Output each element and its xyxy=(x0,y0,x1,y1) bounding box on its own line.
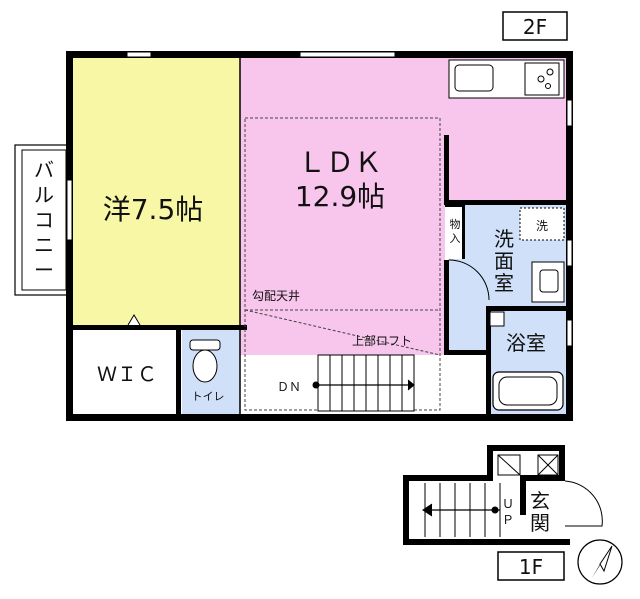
first-floor xyxy=(403,445,603,545)
bathtub-icon xyxy=(492,371,564,411)
toilet-label: トイレ xyxy=(192,390,225,403)
stove-icon xyxy=(524,62,560,96)
burner-icon xyxy=(537,75,545,83)
loft-outline xyxy=(244,117,441,411)
meter-box xyxy=(537,454,559,476)
stair-start-dot xyxy=(312,381,320,389)
washroom-label: 室 xyxy=(494,271,514,295)
bath-step xyxy=(489,311,505,327)
balcony xyxy=(14,144,71,296)
balcony-char: ニ xyxy=(34,233,54,257)
floor-2f-label: 2F xyxy=(523,15,547,39)
interior-walls xyxy=(72,135,570,415)
toilet-bowl-icon xyxy=(192,349,218,383)
entrance-label: 関 xyxy=(530,511,550,535)
kitchen-sink-icon xyxy=(454,64,494,92)
western-room xyxy=(72,57,240,327)
staircase-1f xyxy=(422,483,501,537)
entrance-door-swing xyxy=(564,480,603,527)
balcony-char: バ xyxy=(34,158,54,182)
floor-2f-label-box xyxy=(502,11,568,41)
door-swing xyxy=(448,259,490,301)
loft-diagonal xyxy=(244,309,441,356)
burner-icon xyxy=(546,68,554,76)
toilet-tank-icon xyxy=(189,339,221,351)
windows xyxy=(66,51,573,347)
stairs-up-label: Ｕ xyxy=(502,497,514,511)
balcony-char: ル xyxy=(34,183,54,207)
stairs-up-label: Ｐ xyxy=(502,513,514,527)
entrance-label: 玄 xyxy=(530,489,550,513)
storage-label: 物 xyxy=(450,217,461,231)
storage-closet xyxy=(445,204,465,259)
basin-bowl-icon xyxy=(539,269,559,293)
storage-label: 入 xyxy=(450,232,461,245)
washing-machine-space xyxy=(519,207,565,241)
shoe-box xyxy=(497,454,521,476)
western-room-label: 洋7.5帖 xyxy=(103,193,204,226)
north-arrow-icon xyxy=(577,539,623,585)
laundry-label: 洗 xyxy=(536,219,548,233)
slope-ceiling-label: 勾配天井 xyxy=(252,289,300,303)
washroom-label: 洗 xyxy=(494,227,514,251)
burner-icon xyxy=(545,83,551,89)
stairs-down-label: ＤＮ xyxy=(277,380,301,394)
ldk-room xyxy=(240,57,567,355)
balcony-char: ー xyxy=(34,258,54,282)
ldk-label: ＬＤＫ xyxy=(298,146,382,179)
staircase-2f xyxy=(317,354,415,412)
floor-1f-label-box xyxy=(497,551,565,581)
wash-basin-icon xyxy=(531,261,565,303)
door-marker xyxy=(127,314,141,326)
wic-label: ＷＩＣ xyxy=(97,362,157,386)
balcony-char: コ xyxy=(34,208,54,232)
ldk-size-label: 12.9帖 xyxy=(295,180,385,213)
bath-label: 浴室 xyxy=(506,331,546,355)
washroom-label: 面 xyxy=(494,249,514,273)
bathtub-inner xyxy=(498,376,558,406)
upper-loft-label: 上部ロフト xyxy=(352,333,412,348)
floor-1f-label: 1F xyxy=(519,555,543,579)
stair-start-dot xyxy=(491,506,499,514)
